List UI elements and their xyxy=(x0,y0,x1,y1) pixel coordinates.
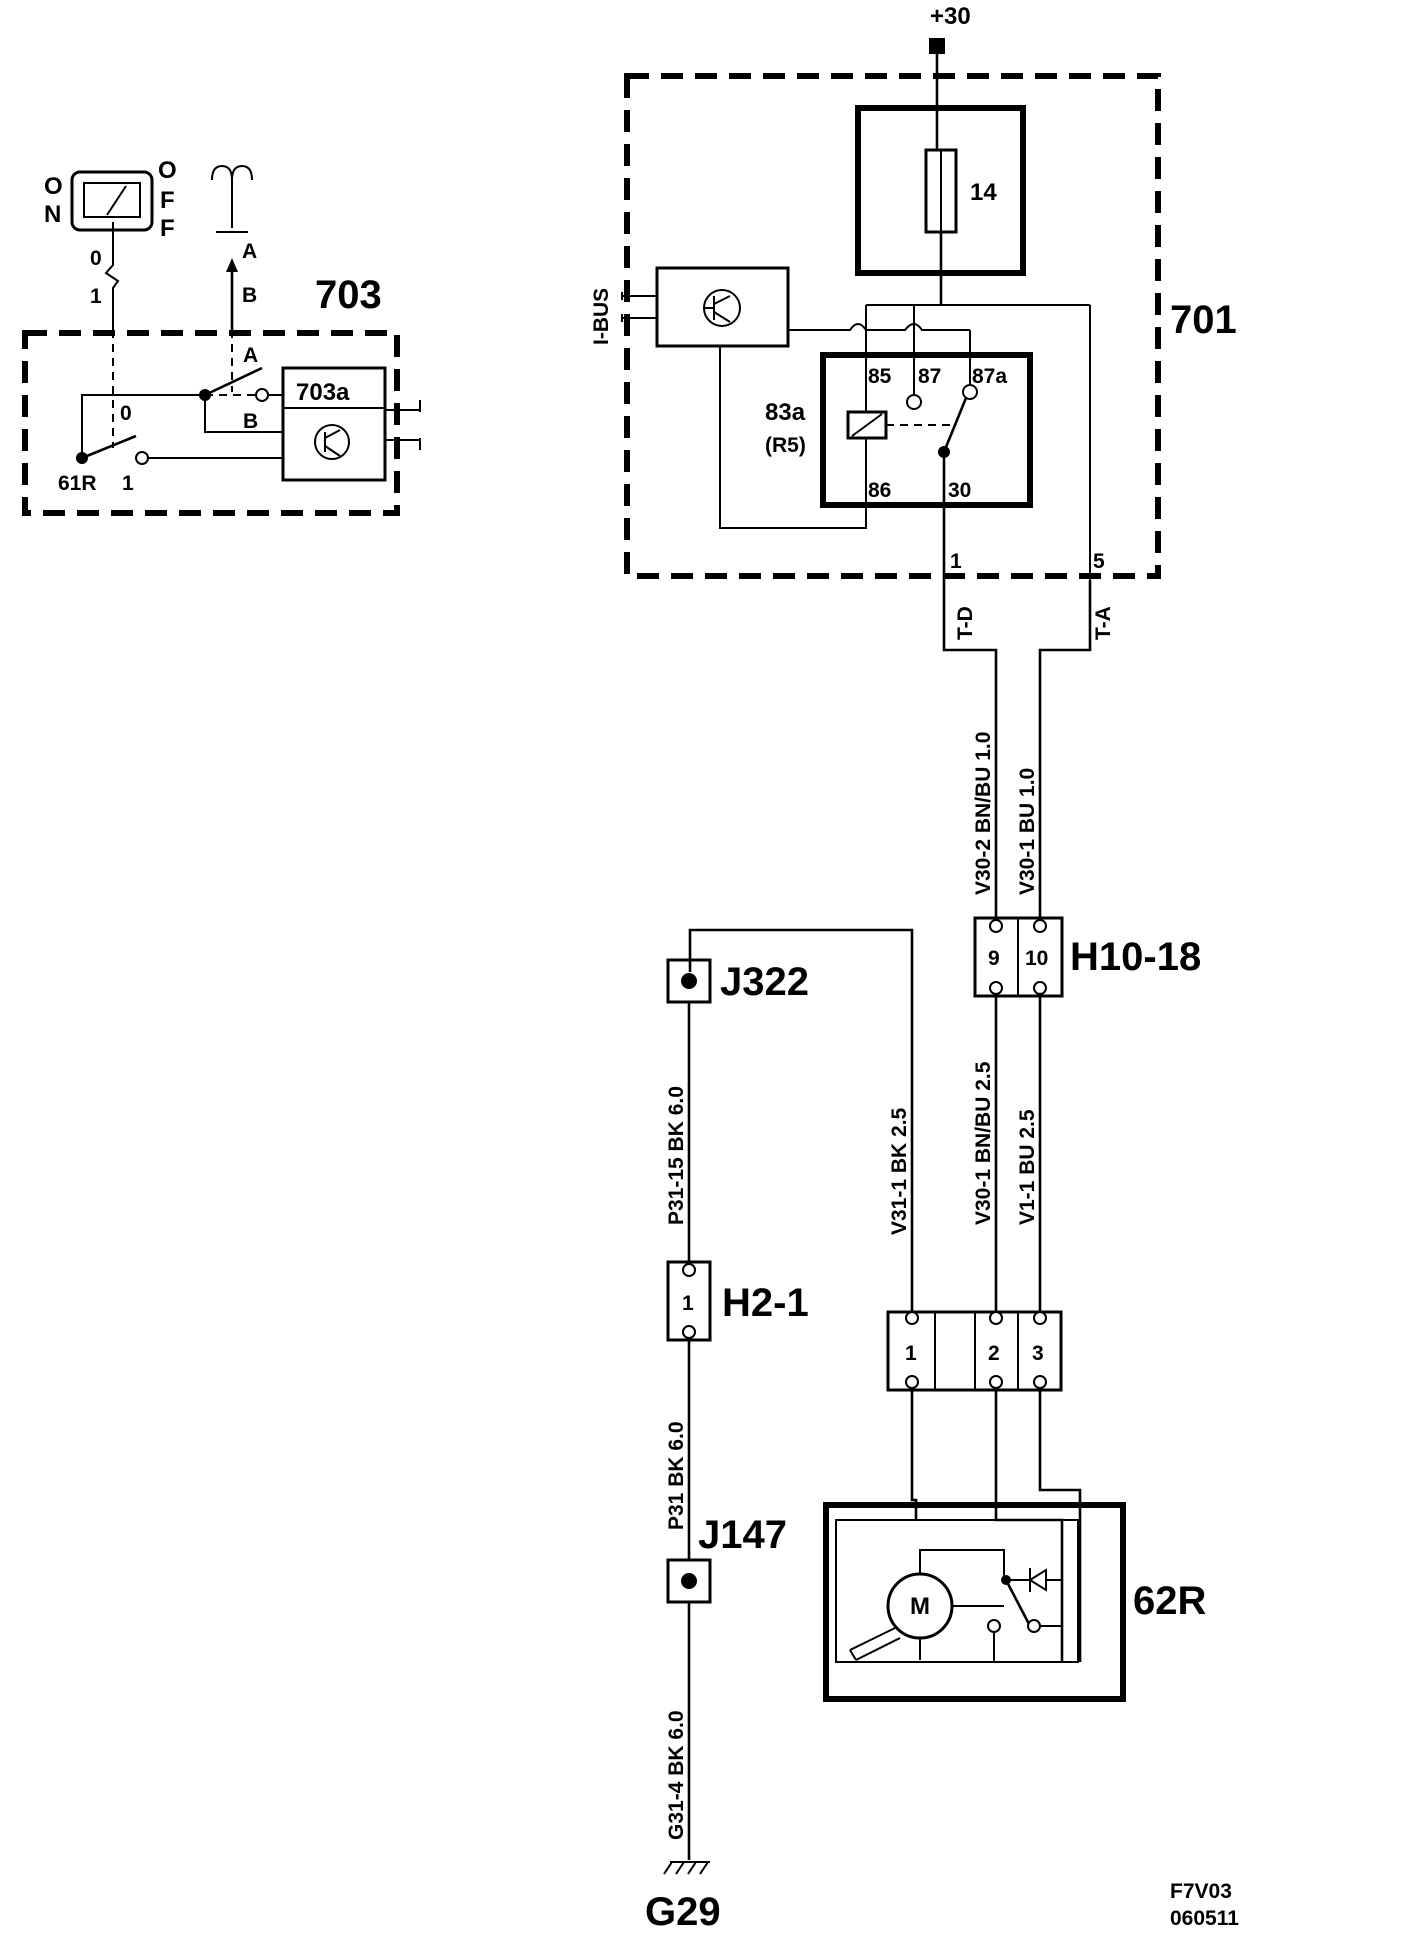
module-703a-label: 703a xyxy=(296,379,350,406)
ground-icon xyxy=(663,1861,710,1875)
module-703a xyxy=(281,366,387,482)
switch-panel-1: 1 xyxy=(90,285,102,308)
antenna-a: A xyxy=(242,240,257,263)
wire-p31: P31 BK 6.0 xyxy=(665,1421,688,1530)
antenna-icon xyxy=(211,164,253,272)
switch-off-f1: F xyxy=(160,187,175,214)
wire-g31-4: G31-4 BK 6.0 xyxy=(665,1710,688,1840)
module-701-label: 701 xyxy=(1170,298,1237,342)
switch-703-1: 1 xyxy=(122,472,134,495)
terminal-ta: T-A xyxy=(1092,606,1115,640)
relay-contact-87 xyxy=(906,394,922,410)
supply-terminal xyxy=(929,38,945,54)
module-703a-transistor-icon xyxy=(314,424,350,460)
antenna-b: B xyxy=(242,284,257,307)
motor-label: M xyxy=(910,1593,930,1620)
module-703-outline xyxy=(22,330,400,516)
relay-contact-87a xyxy=(962,384,978,400)
relay-pin-86: 86 xyxy=(868,479,891,502)
supply-label: +30 xyxy=(930,3,971,30)
switch-off-f2: F xyxy=(160,215,175,242)
wire-v31-1: V31-1 BK 2.5 xyxy=(888,1107,911,1235)
c3-pin-3: 3 xyxy=(1032,1342,1044,1365)
module-703-label: 703 xyxy=(315,273,382,317)
module-701-outline xyxy=(624,73,1161,579)
h2-label: H2-1 xyxy=(722,1281,809,1325)
motor-unit-62r xyxy=(823,1502,1126,1702)
motor-unit-label: 62R xyxy=(1133,1579,1206,1623)
ground-label: G29 xyxy=(645,1890,721,1934)
relay-sub: (R5) xyxy=(765,434,806,457)
wire-v1-1: V1-1 BU 2.5 xyxy=(1016,1109,1039,1225)
ibus-label: I-BUS xyxy=(590,288,613,345)
junction-j322-label: J322 xyxy=(720,960,809,1004)
relay-name: 83a xyxy=(765,399,806,426)
junction-j147-label: J147 xyxy=(698,1513,787,1557)
switch-703-a: A xyxy=(243,344,258,367)
h10-pin-10: 10 xyxy=(1025,947,1048,970)
relay-pin-87: 87 xyxy=(918,365,941,388)
terminal-td: T-D xyxy=(954,606,977,640)
switch-on-n: N xyxy=(44,201,61,228)
c3-pin-1: 1 xyxy=(905,1342,917,1365)
transistor-icon xyxy=(703,289,741,327)
relay-83a-box xyxy=(820,352,1033,508)
switch-703-b: B xyxy=(243,410,258,433)
terminal-5: 5 xyxy=(1093,550,1105,573)
terminal-1: 1 xyxy=(950,550,962,573)
h2-pin-1: 1 xyxy=(682,1292,694,1315)
relay-pin-85: 85 xyxy=(868,365,892,388)
ibus-controller xyxy=(655,266,790,348)
switch-61r-label: 61R xyxy=(58,472,97,495)
wire-v30-1-bu: V30-1 BU 1.0 xyxy=(1016,768,1039,895)
h10-pin-9: 9 xyxy=(988,947,1000,970)
relay-pin-87a: 87a xyxy=(972,365,1007,388)
relay-pin-30: 30 xyxy=(948,479,971,502)
diode-icon xyxy=(1028,1568,1047,1592)
wire-v30-2: V30-2 BN/BU 1.0 xyxy=(972,732,995,895)
switch-703-0: 0 xyxy=(120,402,132,425)
c3-pin-2: 2 xyxy=(988,1342,1000,1365)
wire-v30-1-bnbu: V30-1 BN/BU 2.5 xyxy=(972,1061,995,1225)
switch-on-o: O xyxy=(44,173,63,200)
wire-p31-15: P31-15 BK 6.0 xyxy=(665,1086,688,1225)
switch-off-o: O xyxy=(158,157,177,184)
switch-panel-0: 0 xyxy=(90,247,102,270)
h10-label: H10-18 xyxy=(1070,935,1201,979)
footer-code: F7V03 xyxy=(1170,1880,1232,1903)
fuse-label: 14 xyxy=(970,179,997,206)
footer-date: 060511 xyxy=(1170,1907,1239,1930)
